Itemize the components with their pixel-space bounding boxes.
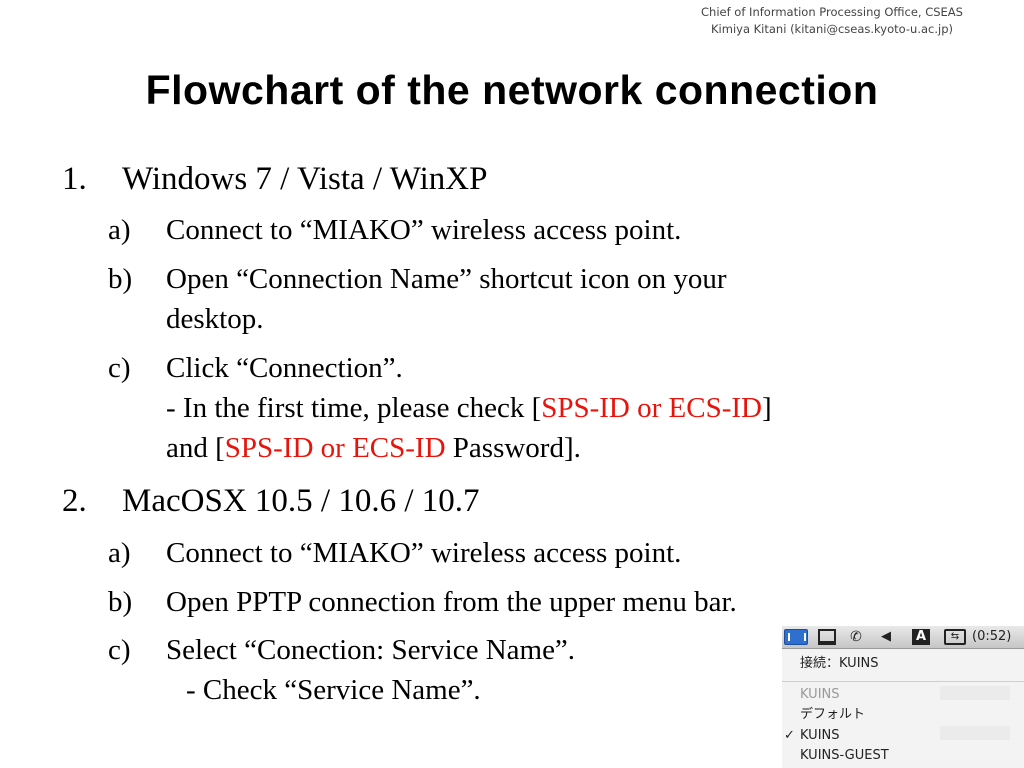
step-text-part: - In the first time, please check [: [166, 392, 542, 424]
step-label: a): [108, 537, 131, 569]
step-label: c): [108, 352, 131, 384]
step-text: Select “Conection: Service Name”.: [166, 634, 576, 666]
section-heading-mac: MacOSX 10.5 / 10.6 / 10.7: [122, 483, 480, 519]
mac-vpn-menu-screenshot: ✆ ◀ A ⇆ (0:52) 接続：KUINS KUINS デフォルト ✓ KU…: [782, 626, 1024, 768]
step-text: Connect to “MIAKO” wireless access point…: [166, 537, 682, 569]
mac-menu-bar: ✆ ◀ A ⇆ (0:52): [782, 626, 1024, 649]
section-number-2: 2.: [62, 483, 87, 519]
vpn-connection-time: (0:52): [972, 629, 1012, 644]
id-highlight: SPS-ID or ECS-ID: [541, 392, 762, 424]
battery-icon[interactable]: [784, 629, 808, 645]
step-text: - In the first time, please check [SPS-I…: [166, 388, 772, 428]
step-text: Click “Connection”.: [166, 352, 403, 384]
vpn-icon[interactable]: ⇆: [944, 629, 966, 645]
step-text-part: ]: [761, 392, 772, 424]
menu-item-kuins-disabled: KUINS: [800, 687, 840, 702]
step-text-part: and [: [166, 432, 225, 464]
author-info: Chief of Information Processing Office, …: [672, 4, 992, 38]
vpn-connection-status: 接続：KUINS: [800, 656, 879, 671]
display-icon[interactable]: [818, 629, 836, 645]
menu-item-default[interactable]: デフォルト: [800, 707, 866, 722]
section-number-1: 1.: [62, 161, 87, 197]
author-contact: Kimiya Kitani (kitani@cseas.kyoto-u.ac.j…: [711, 22, 953, 36]
step-label: b): [108, 263, 133, 295]
menu-divider: [782, 681, 1024, 682]
step-text: and [SPS-ID or ECS-ID Password].: [166, 428, 581, 468]
section-heading-windows: Windows 7 / Vista / WinXP: [122, 161, 488, 197]
menu-item-kuins[interactable]: KUINS: [800, 728, 840, 743]
step-text: - Check “Service Name”.: [186, 674, 481, 706]
phone-icon[interactable]: ✆: [850, 629, 862, 645]
step-label: b): [108, 586, 133, 618]
step-text: Open “Connection Name” shortcut icon on …: [166, 263, 727, 295]
slide-title: Flowchart of the network connection: [145, 67, 879, 113]
step-text: desktop.: [166, 303, 264, 335]
step-label: c): [108, 634, 131, 666]
step-text: Connect to “MIAKO” wireless access point…: [166, 214, 682, 246]
step-text: Open PPTP connection from the upper menu…: [166, 586, 737, 618]
step-label: a): [108, 214, 131, 246]
background-window-ghost: [940, 726, 1010, 740]
input-source-icon[interactable]: A: [912, 629, 930, 645]
step-text-part: Password].: [445, 432, 581, 464]
menu-item-kuins-guest[interactable]: KUINS-GUEST: [800, 748, 889, 763]
volume-icon[interactable]: ◀: [881, 629, 891, 644]
id-highlight: SPS-ID or ECS-ID: [224, 432, 446, 464]
author-office: Chief of Information Processing Office, …: [701, 5, 963, 19]
checkmark-icon: ✓: [784, 728, 795, 743]
background-window-ghost: [940, 686, 1010, 700]
